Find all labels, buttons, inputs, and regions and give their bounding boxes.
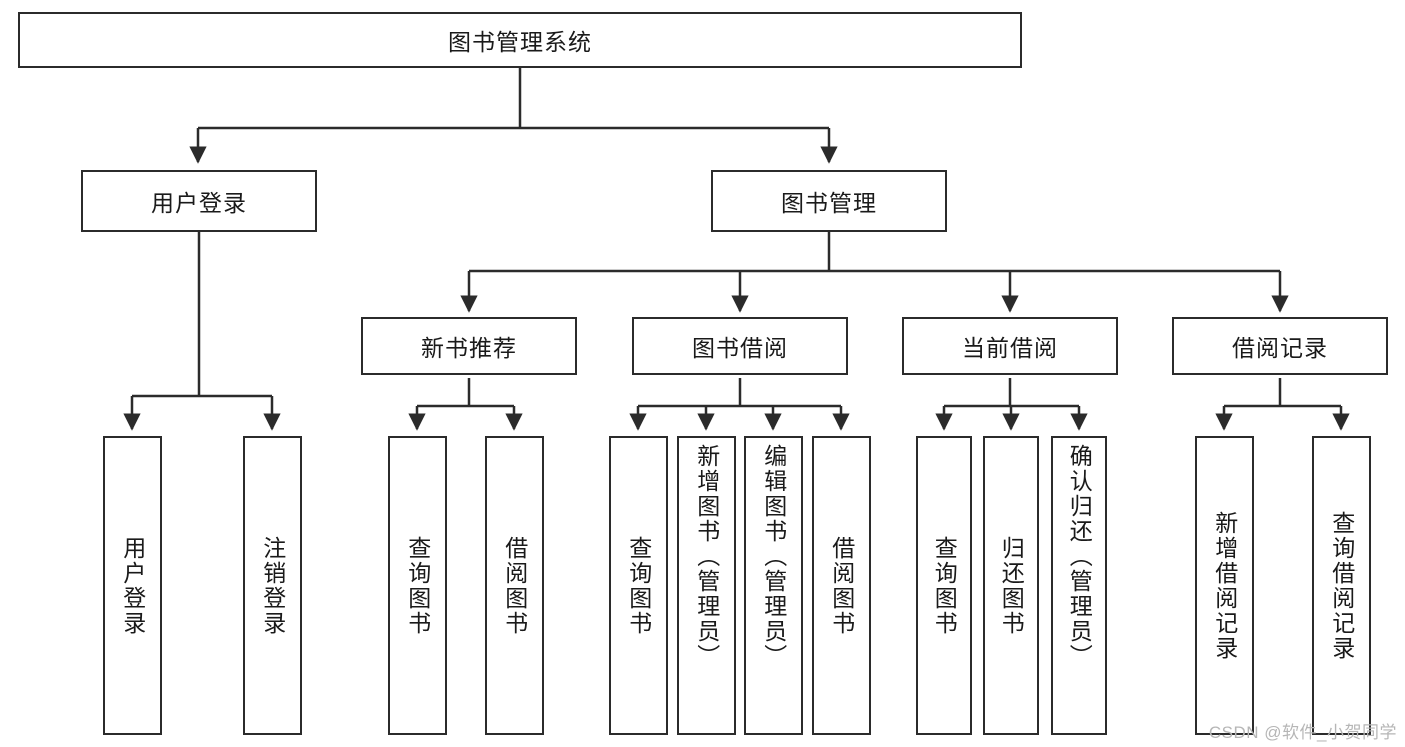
leaf-cb-query-book[interactable]: 查询图书 <box>916 436 972 735</box>
leaf-nb-borrow-book-label: 借阅图书 <box>501 535 528 636</box>
leaf-bb-query-book[interactable]: 查询图书 <box>609 436 668 735</box>
node-current-borrow-label: 当前借阅 <box>962 335 1058 361</box>
node-book-manage[interactable]: 图书管理 <box>711 170 947 232</box>
node-new-book-recommend[interactable]: 新书推荐 <box>361 317 577 375</box>
leaf-br-query-record-label: 查询借阅记录 <box>1328 510 1355 661</box>
node-borrow-record[interactable]: 借阅记录 <box>1172 317 1388 375</box>
csdn-watermark: CSDN @软件_小贺同学 <box>1208 723 1397 742</box>
node-book-borrow[interactable]: 图书借阅 <box>632 317 848 375</box>
leaf-nb-query-book[interactable]: 查询图书 <box>388 436 447 735</box>
leaf-logout-label: 注销登录 <box>259 535 286 636</box>
node-user-login-label: 用户登录 <box>151 190 247 216</box>
leaf-nb-query-book-label: 查询图书 <box>404 535 431 636</box>
node-book-manage-label: 图书管理 <box>781 190 877 216</box>
leaf-bb-add-book[interactable]: 新增图书（管理员） <box>677 436 736 735</box>
node-root[interactable]: 图书管理系统 <box>18 12 1022 68</box>
node-current-borrow[interactable]: 当前借阅 <box>902 317 1118 375</box>
leaf-cb-query-book-label: 查询图书 <box>931 535 958 636</box>
leaf-bb-edit-book[interactable]: 编辑图书（管理员） <box>744 436 803 735</box>
leaf-bb-borrow-book-label: 借阅图书 <box>828 535 855 636</box>
leaf-cb-return-book-label: 归还图书 <box>998 535 1025 636</box>
leaf-bb-edit-book-label: 编辑图书（管理员） <box>760 444 787 669</box>
leaf-cb-return-book[interactable]: 归还图书 <box>983 436 1039 735</box>
leaf-user-login[interactable]: 用户登录 <box>103 436 162 735</box>
leaf-bb-query-book-label: 查询图书 <box>625 535 652 636</box>
leaf-cb-confirm-return-label: 确认归还（管理员） <box>1066 444 1093 669</box>
leaf-nb-borrow-book[interactable]: 借阅图书 <box>485 436 544 735</box>
node-user-login[interactable]: 用户登录 <box>81 170 317 232</box>
leaf-logout[interactable]: 注销登录 <box>243 436 302 735</box>
node-borrow-record-label: 借阅记录 <box>1232 335 1328 361</box>
leaf-br-add-record[interactable]: 新增借阅记录 <box>1195 436 1254 735</box>
leaf-br-query-record[interactable]: 查询借阅记录 <box>1312 436 1371 735</box>
leaf-bb-add-book-label: 新增图书（管理员） <box>693 444 720 669</box>
leaf-cb-confirm-return[interactable]: 确认归还（管理员） <box>1051 436 1107 735</box>
node-book-borrow-label: 图书借阅 <box>692 335 788 361</box>
leaf-bb-borrow-book[interactable]: 借阅图书 <box>812 436 871 735</box>
leaf-br-add-record-label: 新增借阅记录 <box>1211 510 1238 661</box>
node-root-label: 图书管理系统 <box>448 29 592 55</box>
leaf-user-login-label: 用户登录 <box>119 535 146 636</box>
node-new-book-recommend-label: 新书推荐 <box>421 335 517 361</box>
